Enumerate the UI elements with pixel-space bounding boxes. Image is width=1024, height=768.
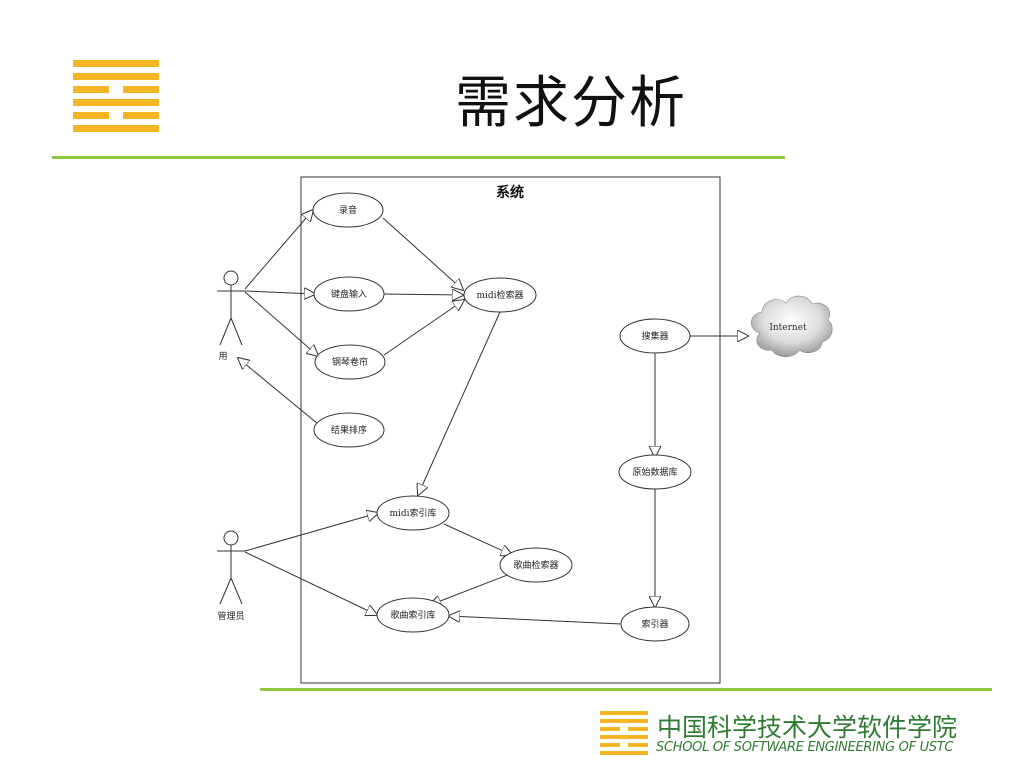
edge-indexer-songindex	[449, 616, 622, 625]
usecase-result-sort	[313, 412, 385, 448]
usecase-midi-index-label: midi索引库	[389, 507, 436, 519]
usecase-indexer	[620, 606, 690, 642]
usecase-song-searcher	[499, 547, 573, 583]
actor-user	[217, 270, 245, 346]
edge-admin-midiindex	[244, 513, 378, 552]
bottom-divider	[260, 688, 992, 691]
usecase-keyboard-input-label: 键盘输入	[331, 288, 367, 300]
edge-user-record	[244, 210, 313, 290]
top-divider	[52, 156, 785, 159]
usecase-piano-roll-label: 钢琴卷帘	[332, 356, 368, 368]
school-name-english: SCHOOL OF SOFTWARE ENGINEERING OF USTC	[656, 740, 954, 755]
edge-record-midi	[382, 217, 463, 290]
edge-user-piano	[244, 291, 318, 356]
usecase-indexer-label: 索引器	[641, 618, 668, 630]
school-name-chinese: 中国科学技术大学软件学院	[657, 713, 958, 742]
usecase-result-sort-label: 结果排序	[331, 424, 367, 436]
actor-admin-label: 管理员	[217, 610, 244, 622]
usecase-song-index-label: 歌曲索引库	[390, 609, 435, 621]
edge-songsearch-songindex	[430, 573, 511, 605]
usecase-song-index	[376, 597, 450, 633]
system-label: 系统	[496, 184, 524, 201]
usecase-piano-roll	[314, 344, 386, 380]
internet-cloud-icon	[750, 295, 833, 358]
edge-user-keyboard	[244, 291, 315, 294]
usecase-midi-searcher	[463, 277, 537, 313]
actor-user-label: 用	[218, 351, 227, 362]
usecase-record	[312, 192, 384, 228]
usecase-keyboard-input	[313, 276, 385, 312]
internet-label: Internet	[769, 323, 807, 333]
usecase-collector	[619, 318, 691, 354]
edge-midiindex-songsearch	[443, 523, 512, 555]
actor-admin	[217, 530, 245, 605]
slide-title: 需求分析	[455, 71, 687, 136]
footer-school-logo	[600, 711, 648, 755]
system-boundary	[300, 176, 721, 684]
usecase-midi-index	[376, 495, 450, 531]
edge-piano-midi	[383, 300, 464, 356]
usecase-collector-label: 搜集器	[641, 330, 668, 342]
edge-sort-user	[238, 358, 319, 425]
edge-keyboard-midi	[382, 294, 463, 295]
usecase-raw-database-label: 原始数据库	[632, 466, 677, 478]
school-logo	[73, 60, 159, 132]
usecase-raw-database	[618, 454, 692, 490]
usecase-record-label: 录音	[339, 204, 357, 216]
edge-admin-songindex	[244, 551, 377, 615]
edge-midisearch-midiindex	[418, 311, 501, 495]
usecase-song-searcher-label: 歌曲检索器	[513, 559, 558, 571]
usecase-midi-searcher-label: midi检索器	[476, 289, 523, 301]
